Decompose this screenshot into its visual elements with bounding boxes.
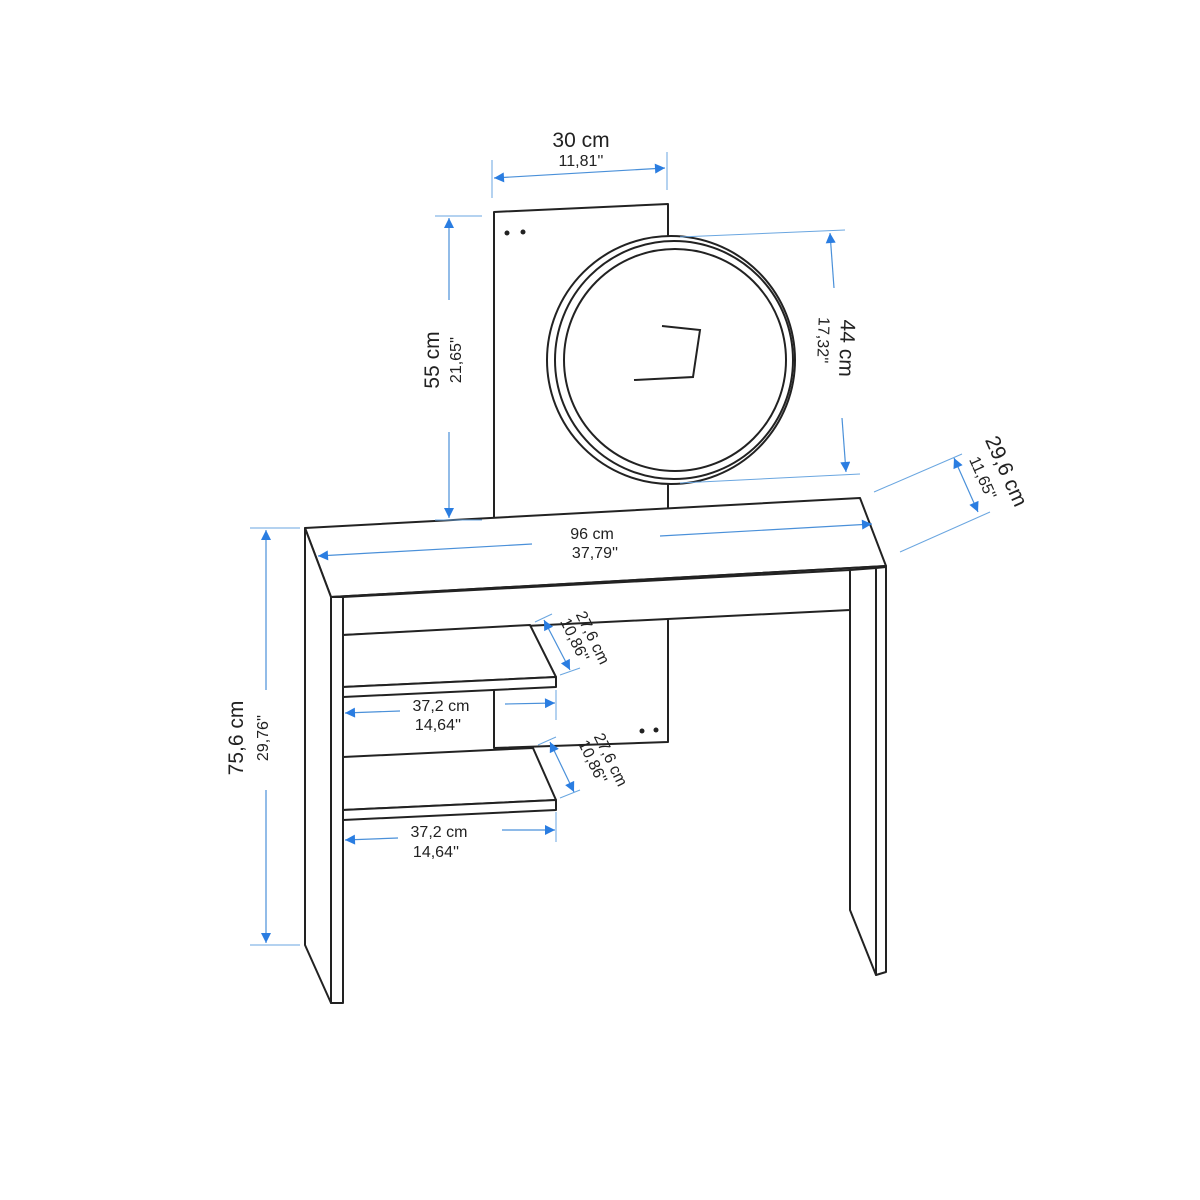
screw-hole bbox=[520, 229, 526, 235]
dim-depth: 29,6 cm 11,65'' bbox=[873, 433, 1032, 553]
dim-label-cm: 30 cm bbox=[552, 129, 609, 152]
shelf-lower bbox=[342, 747, 557, 821]
dim-label-cm: 37,2 cm bbox=[413, 698, 470, 715]
dim-label-in: 17,32'' bbox=[813, 317, 832, 364]
dim-label-cm: 37,2 cm bbox=[411, 824, 468, 841]
dim-label-cm: 55 cm bbox=[421, 331, 444, 388]
round-mirror bbox=[546, 235, 796, 485]
dim-label-in: 14,64'' bbox=[413, 844, 459, 861]
dim-label-in: 21,65'' bbox=[448, 337, 465, 383]
screw-hole bbox=[504, 230, 510, 236]
right-leg bbox=[849, 566, 887, 976]
shelf-upper bbox=[342, 624, 557, 698]
dim-label-in: 37,79'' bbox=[572, 545, 618, 562]
dim-label-cm: 75,6 cm bbox=[225, 701, 248, 776]
dim-label-in: 14,64'' bbox=[415, 717, 461, 734]
dim-table-height: 75,6 cm 29,76'' bbox=[225, 527, 300, 946]
dim-table-width: 96 cm 37,79'' bbox=[317, 519, 873, 562]
screw-hole bbox=[653, 727, 659, 733]
screw-hole bbox=[639, 728, 645, 734]
dim-label-cm: 44 cm bbox=[834, 319, 859, 377]
dim-label-in: 11,81'' bbox=[559, 153, 604, 170]
dim-label-in: 29,76'' bbox=[255, 715, 272, 761]
dim-panel-height: 55 cm 21,65'' bbox=[421, 215, 482, 521]
dim-panel-width: 30 cm 11,81'' bbox=[491, 129, 668, 198]
dim-shelf2-width: 37,2 cm 14,64'' bbox=[344, 812, 557, 861]
dim-mirror-diameter: 44 cm 17,32'' bbox=[679, 229, 861, 484]
table-top bbox=[304, 497, 887, 636]
dim-label-cm: 96 cm bbox=[570, 526, 614, 543]
left-leg bbox=[304, 527, 344, 1004]
dim-shelf1-width: 37,2 cm 14,64'' bbox=[344, 690, 557, 734]
